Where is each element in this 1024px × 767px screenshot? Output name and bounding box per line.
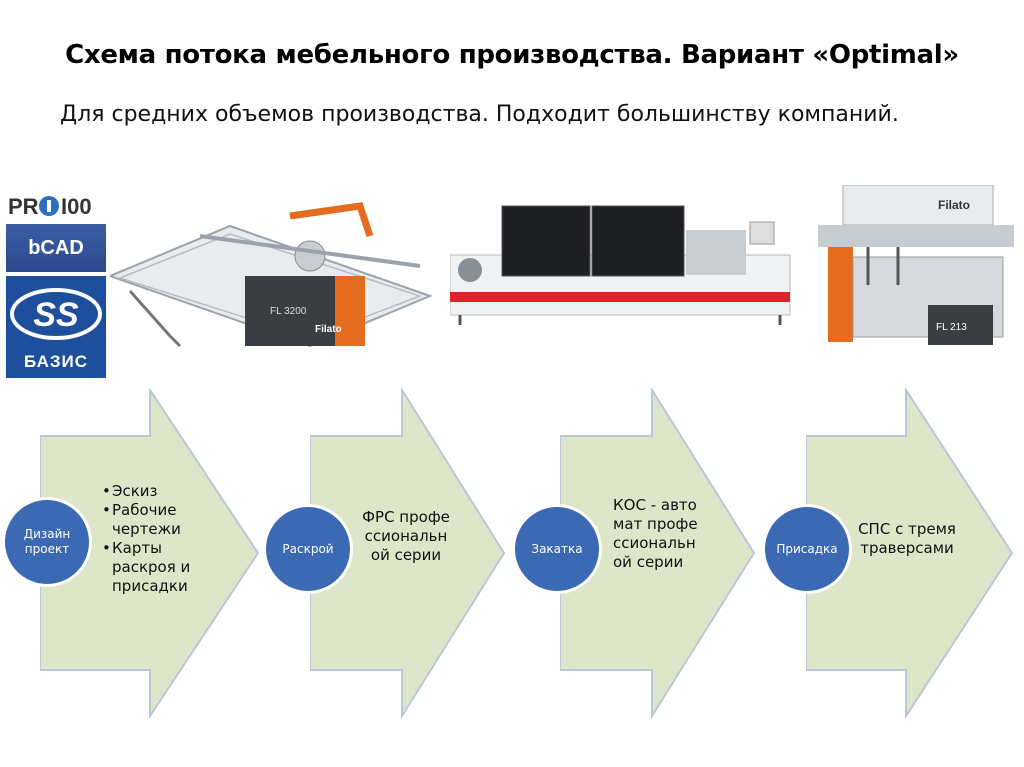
svg-text:I00: I00 bbox=[61, 194, 92, 219]
bazis-logo-text: БАЗИС bbox=[24, 352, 88, 371]
stage-arrow-3 bbox=[560, 388, 756, 718]
svg-text:FL 3200: FL 3200 bbox=[270, 306, 307, 317]
edgebander-image bbox=[450, 205, 791, 325]
page-title: Схема потока мебельного производства. Ва… bbox=[65, 40, 959, 70]
svg-text:Filato: Filato bbox=[938, 198, 970, 212]
page-subtitle: Для средних объемов производства. Подход… bbox=[60, 102, 899, 127]
stage-text-drilling: СПС с тремя траверсами bbox=[858, 520, 956, 557]
stage-circle-edging: Закатка bbox=[512, 504, 602, 594]
stage-circle-design: Дизайн проект bbox=[2, 497, 92, 587]
stage-arrow-2 bbox=[310, 388, 506, 718]
stage-text-edging: КОС - автомат профессиональной серии bbox=[613, 496, 698, 571]
stage-circle-drilling: Присадка bbox=[762, 504, 852, 594]
bcad-logo: bCAD bbox=[6, 224, 106, 272]
stage-item: Карты раскроя и присадки bbox=[102, 539, 222, 596]
svg-text:Filato: Filato bbox=[315, 324, 342, 335]
stage-text-cutting: ФРС профессиональной серии bbox=[362, 508, 450, 564]
stage-item: Эскиз bbox=[102, 482, 222, 501]
stage-arrow-4 bbox=[806, 388, 1014, 718]
bazis-logo: SS БАЗИС bbox=[6, 276, 106, 378]
drilling-machine-image: Filato FL 213 bbox=[818, 185, 1014, 345]
software-logos: PR I00 bCAD SS БАЗИС bbox=[6, 190, 106, 378]
svg-text:SS: SS bbox=[33, 296, 79, 334]
stage-item: Рабочие чертежи bbox=[102, 501, 222, 539]
pro100-logo-text: PR bbox=[8, 194, 39, 219]
stage-text-design: Эскиз Рабочие чертежи Карты раскроя и пр… bbox=[102, 482, 222, 596]
stage-circle-cutting: Раскрой bbox=[263, 504, 353, 594]
panel-saw-image: FL 3200 Filato bbox=[110, 202, 433, 348]
pro100-logo: PR I00 bbox=[6, 190, 106, 222]
svg-text:FL 213: FL 213 bbox=[936, 322, 967, 333]
